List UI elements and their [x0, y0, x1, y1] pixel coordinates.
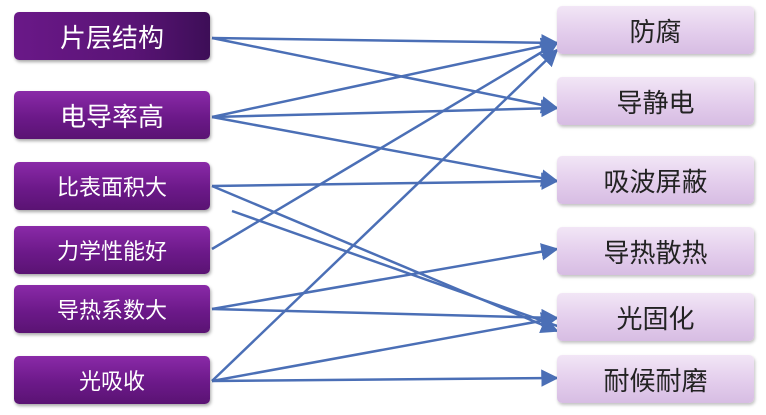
- property-label-5: 光吸收: [78, 370, 145, 395]
- arrow-0-to-0: [211, 34, 559, 52]
- property-box-5: 光吸收: [14, 356, 210, 404]
- property-box-1: 电导率高: [14, 91, 210, 139]
- property-box-4: 导热系数大: [14, 285, 210, 333]
- property-box-2: 比表面积大: [14, 162, 210, 210]
- arrow-2-to-4: [231, 209, 582, 338]
- application-box-3: 导热散热: [557, 227, 754, 275]
- application-box-4: 光固化: [557, 293, 754, 341]
- application-label-3: 导热散热: [603, 238, 708, 269]
- property-label-3: 力学性能好: [56, 240, 167, 265]
- application-box-0: 防腐: [557, 6, 754, 54]
- arrow-2-to-2: [211, 172, 559, 190]
- arrow-3-to-0: [211, 41, 559, 251]
- arrow-5-to-5: [211, 369, 559, 387]
- arrow-1-to-0: [211, 37, 559, 119]
- arrow-5-to-0: [211, 48, 559, 382]
- application-label-4: 光固化: [616, 304, 695, 335]
- arrow-1-to-1: [211, 99, 559, 119]
- arrow-4-to-4: [211, 307, 559, 327]
- arrow-5-to-4: [211, 312, 559, 383]
- property-label-4: 导热系数大: [56, 299, 167, 324]
- property-box-0: 片层结构: [14, 12, 210, 60]
- property-label-2: 比表面积大: [56, 176, 167, 201]
- property-label-0: 片层结构: [59, 23, 164, 54]
- application-box-5: 耐候耐磨: [557, 355, 754, 403]
- application-label-5: 耐候耐磨: [603, 366, 708, 397]
- application-label-0: 防腐: [629, 17, 682, 48]
- application-box-1: 导静电: [557, 77, 754, 125]
- arrow-4-to-3: [211, 243, 559, 311]
- application-label-1: 导静电: [616, 88, 695, 119]
- application-label-2: 吸波屏蔽: [603, 167, 708, 198]
- property-box-3: 力学性能好: [14, 226, 210, 274]
- arrow-1-to-2: [211, 115, 559, 187]
- arrow-0-to-1: [211, 36, 559, 114]
- property-label-1: 电导率高: [59, 102, 164, 133]
- application-box-2: 吸波屏蔽: [557, 156, 754, 204]
